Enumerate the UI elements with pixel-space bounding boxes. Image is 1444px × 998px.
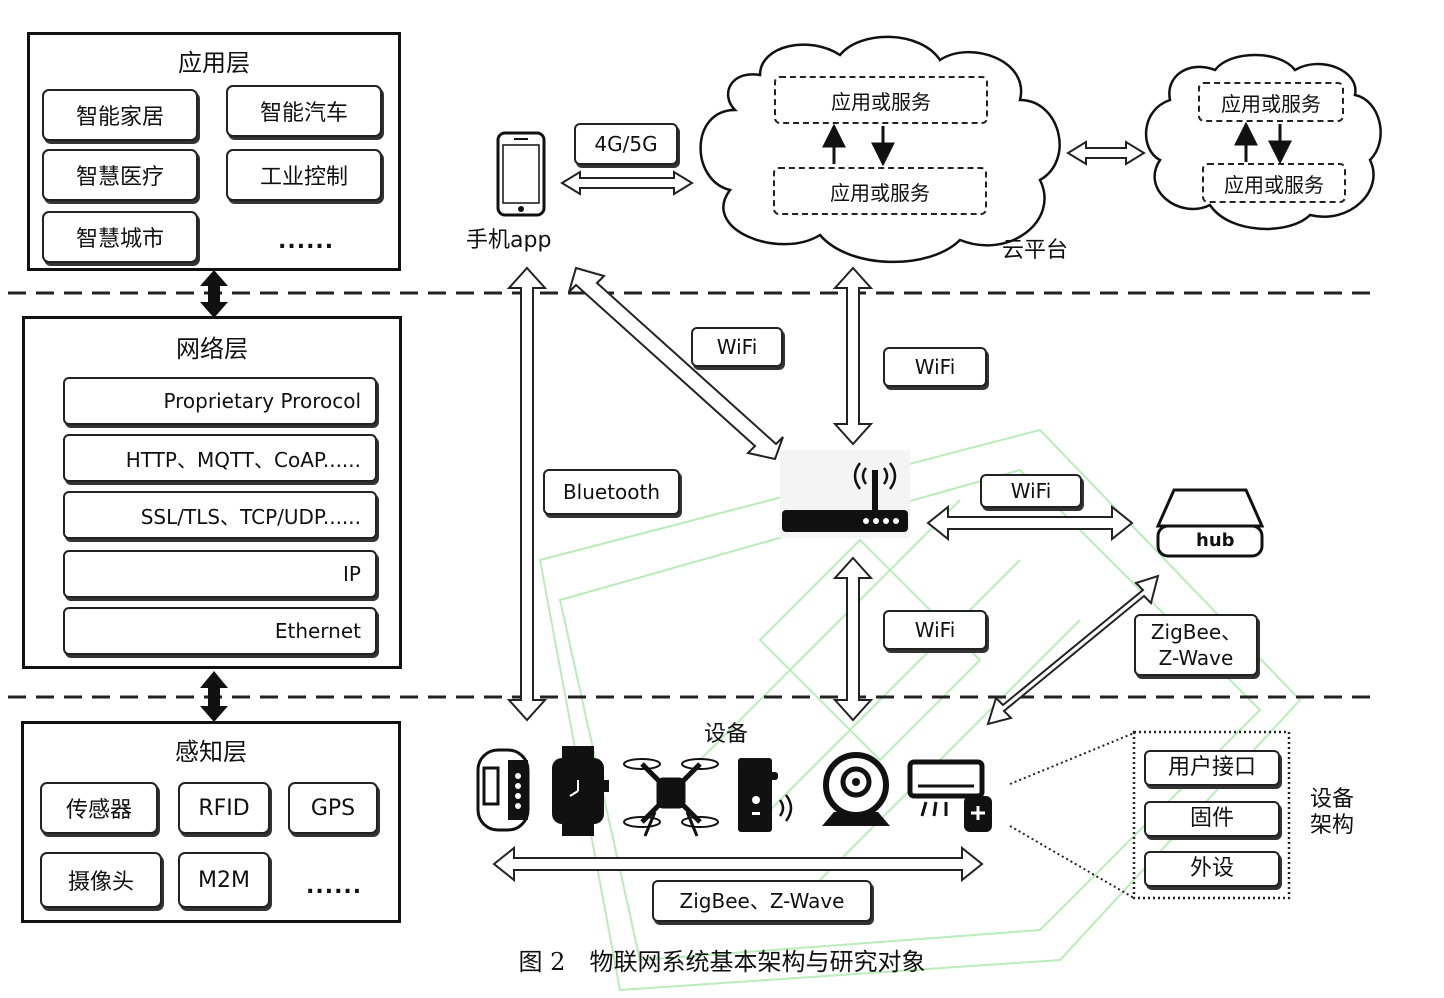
service-arrows-main	[822, 123, 895, 167]
link-label-wifi-router-devices: WiFi	[883, 610, 987, 650]
perception-item-rfid: RFID	[178, 782, 270, 834]
webcam-icon	[822, 752, 890, 826]
perception-layer-title: 感知层	[175, 738, 247, 766]
perception-item-more: ......	[306, 874, 363, 899]
arch-pointer-top	[1009, 732, 1135, 785]
devices-label: 设备	[704, 722, 749, 747]
protocol-transport: SSL/TLS、TCP/UDP......	[63, 491, 377, 539]
hub-label: hub	[1196, 530, 1235, 551]
perception-item-gps: GPS	[288, 782, 378, 834]
perception-layer: 感知层 传感器 RFID GPS 摄像头 M2M ......	[21, 721, 401, 923]
app-item-smart-home: 智能家居	[42, 89, 198, 141]
service-arrows-secondary	[1234, 121, 1292, 165]
band-icon	[476, 748, 530, 832]
arch-peripheral: 外设	[1144, 851, 1280, 887]
perception-item-sensor: 传感器	[40, 782, 158, 834]
arrow-cloud-router	[832, 266, 874, 446]
application-layer: 应用层 智能家居 智能汽车 智慧医疗 工业控制 智慧城市 ......	[27, 32, 401, 271]
cloud-platform-label: 云平台	[1002, 238, 1069, 263]
layer-arrow-app-net	[200, 270, 228, 318]
link-label-zigbee-devices: ZigBee、Z-Wave	[652, 880, 872, 922]
smart-lock-icon	[738, 758, 793, 832]
air-conditioner-icon	[907, 759, 992, 832]
cloud-secondary	[1144, 53, 1382, 231]
arch-pointer-bottom	[1009, 825, 1135, 899]
arrow-cloud-cloud	[1066, 140, 1146, 166]
arrow-devices-bus	[492, 845, 984, 883]
link-label-wifi-phone-router: WiFi	[691, 327, 783, 367]
perception-item-m2m: M2M	[178, 852, 270, 908]
cloud-main-service-top: 应用或服务	[774, 76, 988, 124]
cloud-main-service-bottom: 应用或服务	[773, 167, 987, 215]
link-label-zigbee-hub: ZigBee、 Z-Wave	[1134, 614, 1258, 676]
protocol-proprietary: Proprietary Prorocol	[63, 377, 377, 425]
arrow-router-devices	[832, 556, 874, 722]
perception-item-camera: 摄像头	[40, 852, 162, 908]
hub-icon	[1155, 488, 1265, 558]
phone-label: 手机app	[466, 228, 552, 253]
application-layer-title: 应用层	[178, 49, 250, 77]
app-item-smart-healthcare: 智慧医疗	[42, 149, 198, 201]
arch-user-interface: 用户接口	[1144, 750, 1280, 786]
network-layer: 网络层 Proprietary Prorocol HTTP、MQTT、CoAP.…	[22, 316, 402, 669]
device-architecture-label: 设备 架构	[1310, 787, 1355, 838]
network-layer-title: 网络层	[176, 335, 248, 363]
phone-icon	[496, 131, 546, 217]
figure-caption: 图 2 物联网系统基本架构与研究对象	[518, 948, 926, 976]
app-item-smart-car: 智能汽车	[226, 85, 382, 137]
arrow-router-hub	[926, 504, 1134, 542]
router-icon	[780, 450, 910, 538]
arrow-phone-router	[568, 266, 784, 461]
cloud-secondary-service-bottom: 应用或服务	[1202, 163, 1346, 203]
drone-icon	[623, 758, 719, 837]
arrow-hub-devices	[986, 574, 1160, 726]
link-label-wifi-router-hub: WiFi	[980, 474, 1082, 508]
link-label-bluetooth: Bluetooth	[543, 469, 680, 515]
smartwatch-icon	[552, 746, 609, 836]
arrow-phone-devices	[506, 266, 548, 722]
protocol-application: HTTP、MQTT、CoAP......	[63, 434, 377, 482]
app-item-industrial-control: 工业控制	[226, 149, 382, 201]
layer-arrow-net-perc	[200, 671, 228, 722]
arrow-phone-cloud	[560, 170, 694, 196]
app-item-smart-city: 智慧城市	[42, 211, 198, 263]
arch-firmware: 固件	[1144, 801, 1280, 837]
protocol-ethernet: Ethernet	[63, 607, 377, 655]
protocol-ip: IP	[63, 550, 377, 598]
app-item-more: ......	[278, 229, 335, 254]
cloud-main	[699, 35, 1061, 264]
link-label-wifi-cloud-router: WiFi	[883, 347, 987, 387]
link-label-cellular: 4G/5G	[574, 123, 678, 165]
cloud-secondary-service-top: 应用或服务	[1198, 82, 1344, 122]
